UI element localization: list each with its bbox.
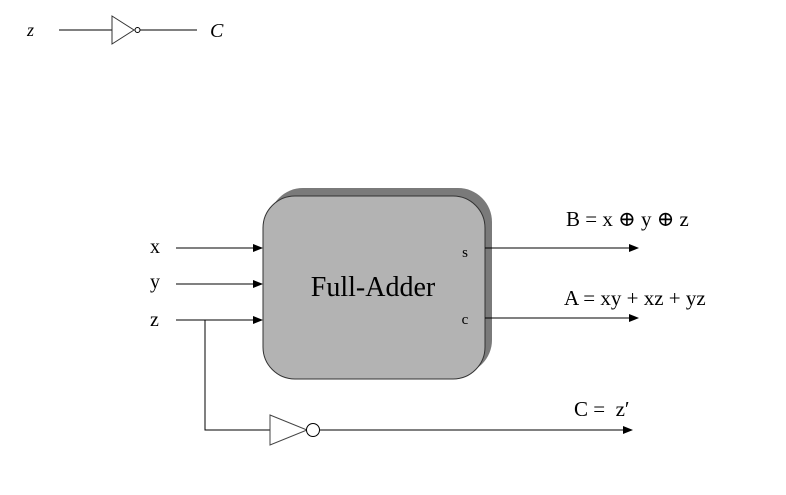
inputs: x y z	[150, 236, 263, 331]
top-output-label: C	[210, 20, 224, 42]
output-s-equation: B = x ⊕ y ⊕ z	[566, 207, 689, 231]
not-gate-icon	[269, 414, 309, 446]
inverter-branch: C = z′	[204, 320, 633, 446]
port-s-label: s	[462, 245, 468, 261]
outputs: B = x ⊕ y ⊕ z A = xy + xz + yz	[485, 207, 706, 322]
port-c-label: c	[462, 312, 469, 328]
input-x-label: x	[150, 236, 160, 258]
block-body	[262, 195, 486, 380]
full-adder-block: Full-Adder s c	[262, 188, 492, 380]
top-input-label: z	[26, 20, 34, 40]
inverter-output-equation: C = z′	[574, 397, 630, 421]
output-c-equation: A = xy + xz + yz	[564, 286, 706, 310]
input-z-label: z	[150, 309, 159, 331]
block-label: Full-Adder	[311, 272, 436, 303]
input-y-label: y	[150, 271, 160, 293]
top-not-gate-icon	[111, 15, 135, 45]
top-inverter-diagram: z C	[26, 15, 224, 45]
inversion-bubble-icon	[306, 423, 320, 437]
z-branch-wire	[204, 320, 270, 431]
top-inversion-bubble-icon	[134, 27, 141, 33]
